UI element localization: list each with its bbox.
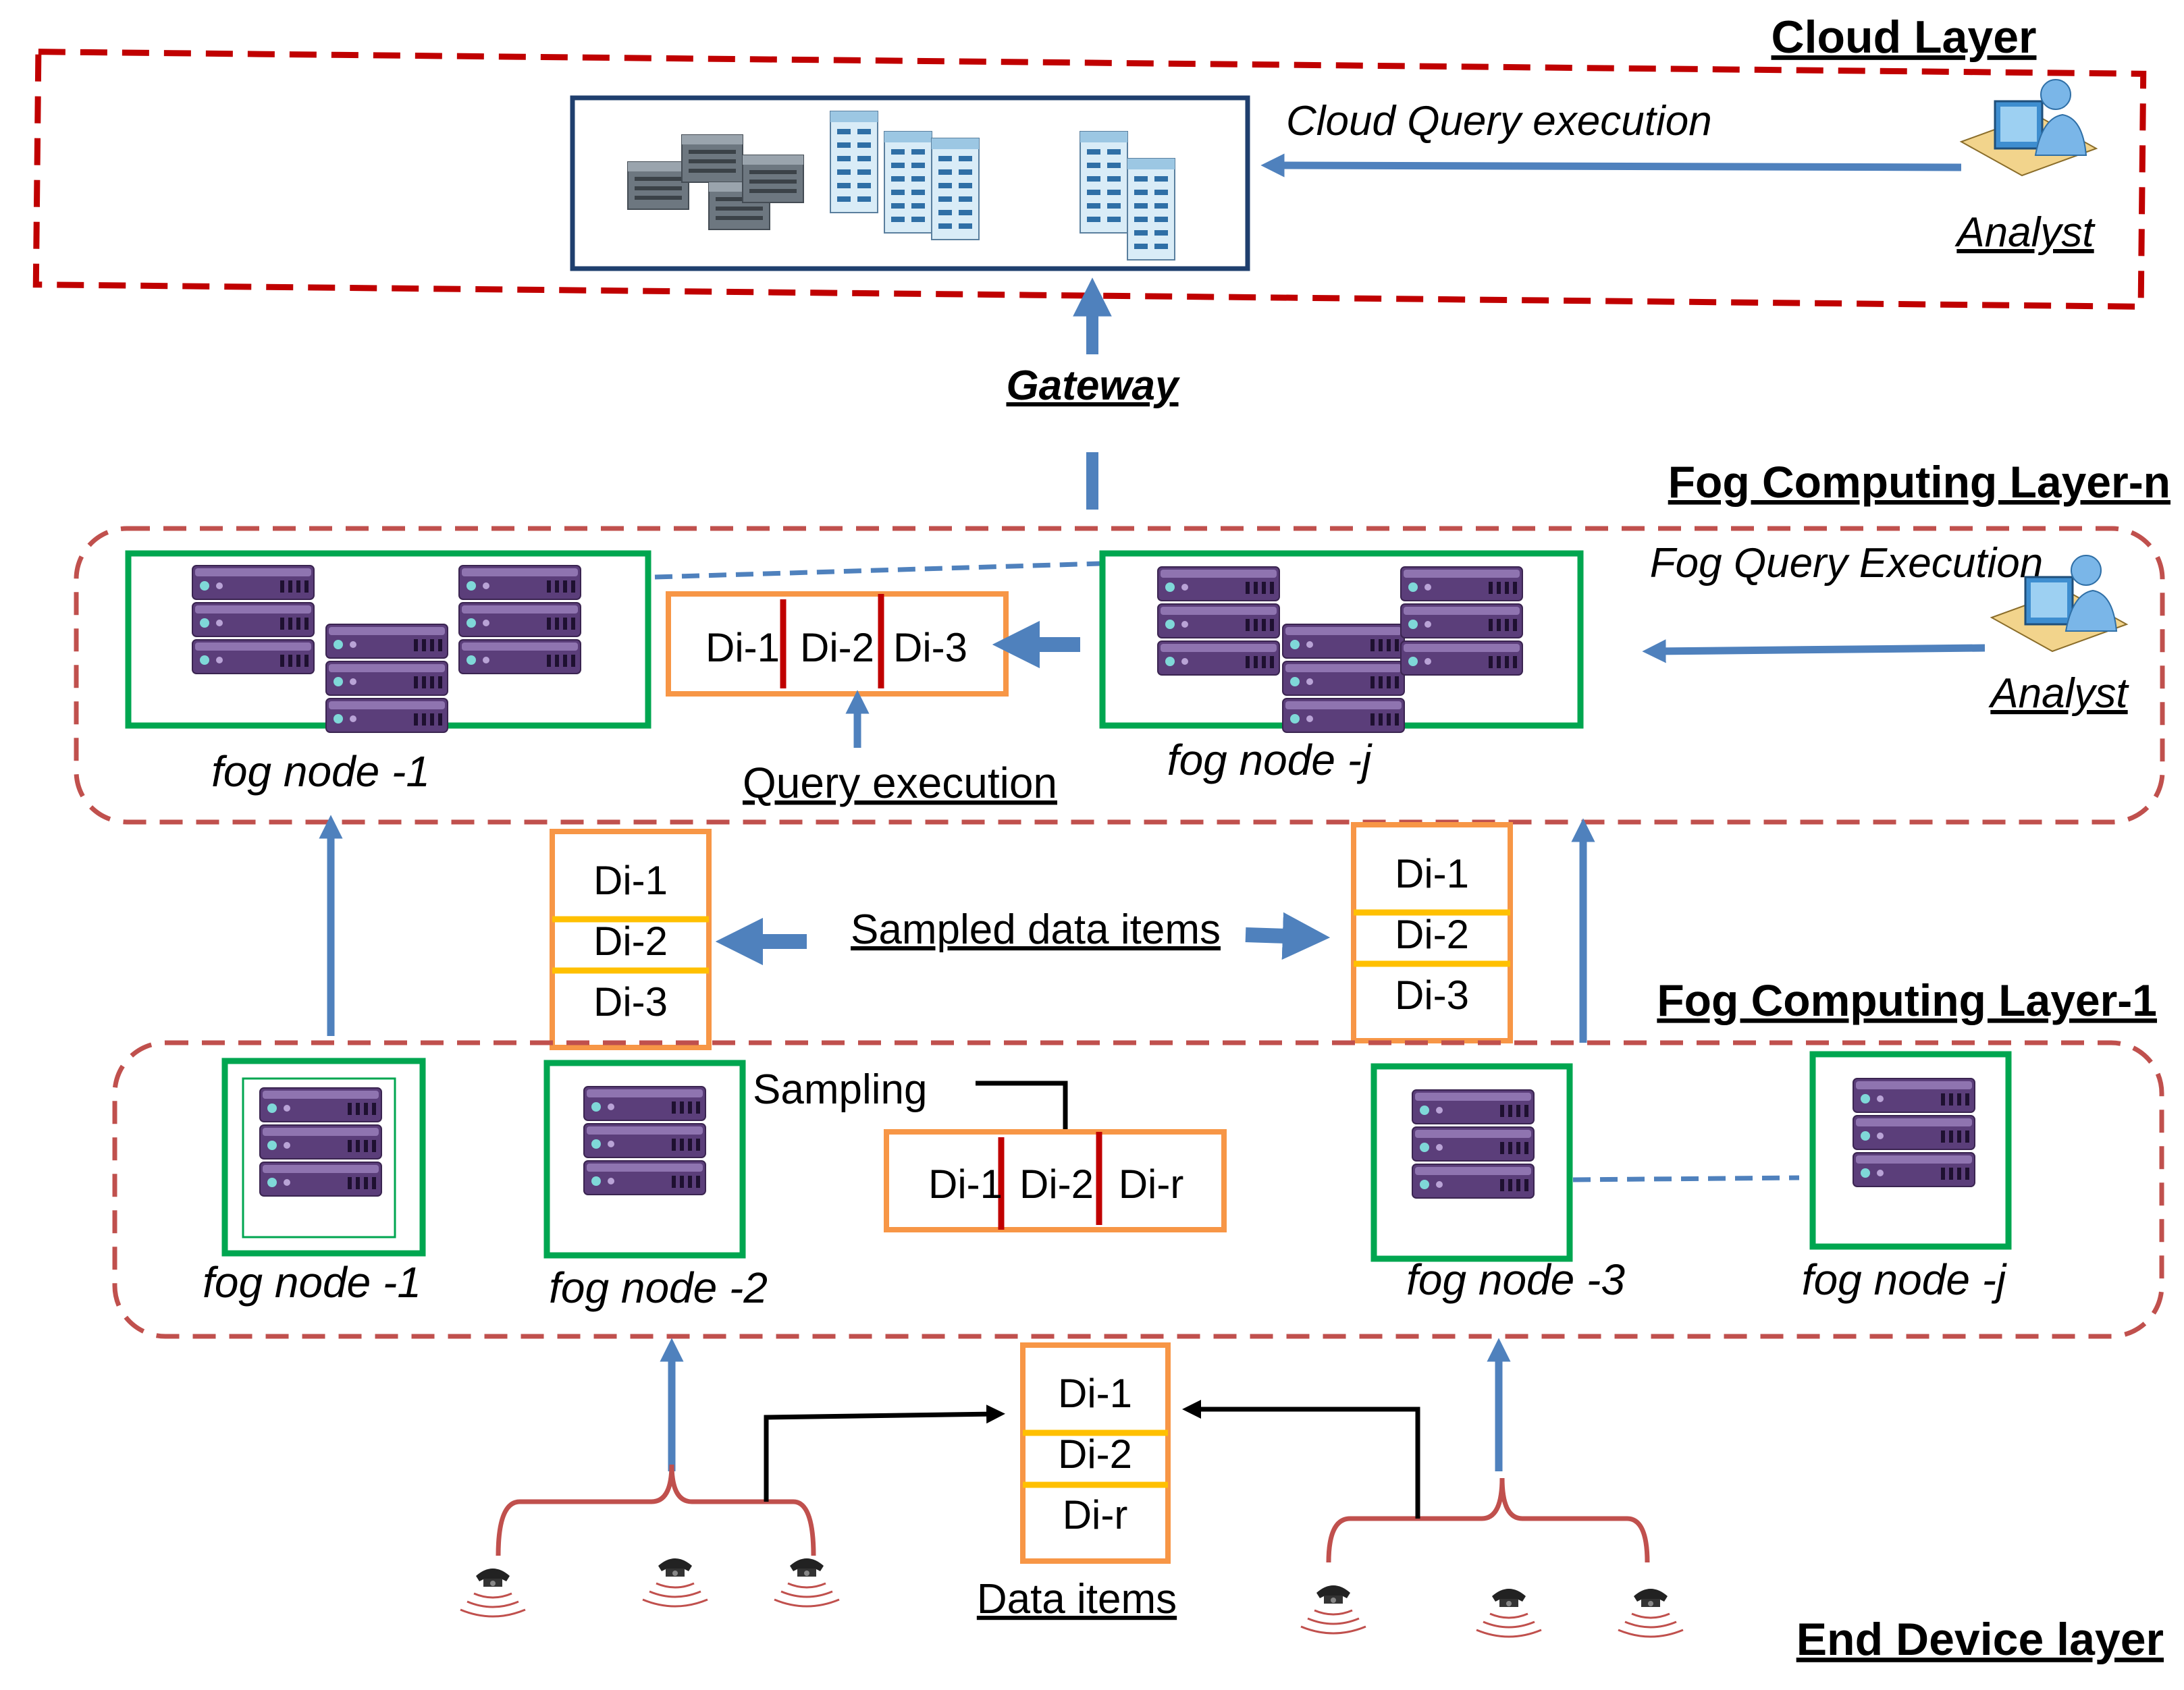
- fog-analyst-label: Analyst: [1988, 670, 2129, 717]
- phone-icon: [773, 1557, 841, 1608]
- fog-1-partition-item: Di-2: [1019, 1162, 1094, 1207]
- fog-1-partition-item: Di-r: [1119, 1162, 1184, 1207]
- cloud-layer-title: Cloud Layer: [1772, 11, 2037, 63]
- sampled-right-item: Di-1: [1395, 851, 1469, 896]
- query-execution-label: Query execution: [743, 759, 1057, 807]
- sampled-left-item: Di-3: [593, 979, 668, 1025]
- data-item: Di-1: [1058, 1371, 1132, 1416]
- fog-1-partition-box: [884, 1129, 1227, 1232]
- fog-n-partition-item: Di-1: [705, 625, 780, 670]
- fog-1-node-label: fog node -j: [1802, 1255, 2007, 1304]
- devices-left-data-connector: [764, 1405, 1005, 1502]
- gateway-label: Gateway: [1006, 362, 1181, 409]
- fog-1-partition-item: Di-1: [928, 1162, 1003, 1207]
- fog-1-node-label: fog node -2: [549, 1263, 768, 1312]
- data-items-label: Data items: [977, 1576, 1177, 1623]
- cloud-layer: Cloud Layer Cloud Query execution Analys…: [32, 11, 2147, 310]
- sampling-connector: [976, 1081, 1068, 1146]
- sampled-data-label: Sampled data items: [851, 906, 1221, 953]
- fog-1-node-label: fog node -3: [1406, 1255, 1625, 1304]
- fog-1-node-server-icon: [260, 1088, 381, 1196]
- data-items-box: [1020, 1342, 1171, 1564]
- fog-n-node-right-label: fog node -j: [1167, 736, 1373, 784]
- fog-n-node-link: [654, 561, 1101, 580]
- end-device-layer: End Device layer Di-1 Di-2 Di-r Data ite…: [459, 1338, 2164, 1665]
- devices-left-brace: [496, 1464, 816, 1556]
- fog-layer-1: Fog Computing Layer-1 fog node -1 fog no…: [112, 975, 2164, 1339]
- sampling-label: Sampling: [753, 1066, 927, 1113]
- fog-1-node-box: [221, 1058, 426, 1257]
- sampled-right-box: [1351, 822, 1513, 1043]
- end-device-layer-title: End Device layer: [1796, 1614, 2164, 1665]
- phone-icon: [459, 1567, 527, 1618]
- phone-icon: [1617, 1587, 1684, 1638]
- cloud-analyst-icon: [1960, 78, 2098, 177]
- fog-1-node-link: [1572, 1175, 1800, 1182]
- fog-layer-n: Fog Computing Layer-n fog node -1 Di-1 D…: [74, 457, 2170, 825]
- phone-icon: [1300, 1584, 1367, 1635]
- fog-layer-1-title: Fog Computing Layer-1: [1657, 975, 2157, 1025]
- sampled-right-arrow: [1245, 912, 1331, 960]
- fog-layer-1-border: [112, 1040, 2164, 1339]
- phone-icon: [641, 1557, 709, 1608]
- sampled-left-box: [550, 829, 712, 1050]
- cloud-query-label: Cloud Query execution: [1286, 98, 1712, 144]
- sampled-left-item: Di-1: [593, 858, 668, 903]
- data-item: Di-r: [1063, 1492, 1128, 1537]
- fog-n-node-left-label: fog node -1: [211, 747, 430, 796]
- fog-layer-n-border: [74, 526, 2165, 825]
- gateway: Gateway: [1006, 277, 1181, 510]
- cloud-analyst-label: Analyst: [1954, 209, 2096, 256]
- fog-1-node-label: fog node -1: [203, 1258, 421, 1307]
- sampled-right-item: Di-3: [1395, 973, 1469, 1018]
- fog-1-node-box: [1809, 1051, 2012, 1250]
- devices-right-data-connector: [1182, 1400, 1420, 1519]
- fog-n-partition-item: Di-3: [893, 625, 967, 670]
- fog-1-node-inner: [242, 1077, 396, 1238]
- fog-1-node-box: [1370, 1063, 1573, 1262]
- cloud-query-arrow: [1260, 153, 1962, 178]
- sampled-data-section: Di-1 Di-2 Di-3 Di-1 Di-2 Di-3 Sampled da…: [319, 815, 1595, 1050]
- fog-1-node-box: [543, 1060, 746, 1259]
- sampled-right-item: Di-2: [1395, 912, 1469, 957]
- fog-query-arrow: [1642, 639, 1986, 663]
- fog-1-node-server-icon: [1853, 1079, 1975, 1187]
- phone-icon: [1475, 1587, 1543, 1638]
- fog-n-node-left-server-icon: [192, 566, 581, 732]
- fog-layer-n-title: Fog Computing Layer-n: [1668, 457, 2170, 507]
- fog-1-node-server-icon: [1412, 1090, 1534, 1198]
- fog-1-node-server-icon: [584, 1087, 705, 1195]
- fog-query-label: Fog Query Execution: [1650, 540, 2043, 587]
- fog-n-node-right-server-icon: [1158, 567, 1522, 732]
- data-item: Di-2: [1058, 1432, 1132, 1477]
- sampled-left-item: Di-2: [593, 919, 668, 964]
- devices-right-brace: [1326, 1477, 1650, 1563]
- fog-n-partition-item: Di-2: [800, 625, 874, 670]
